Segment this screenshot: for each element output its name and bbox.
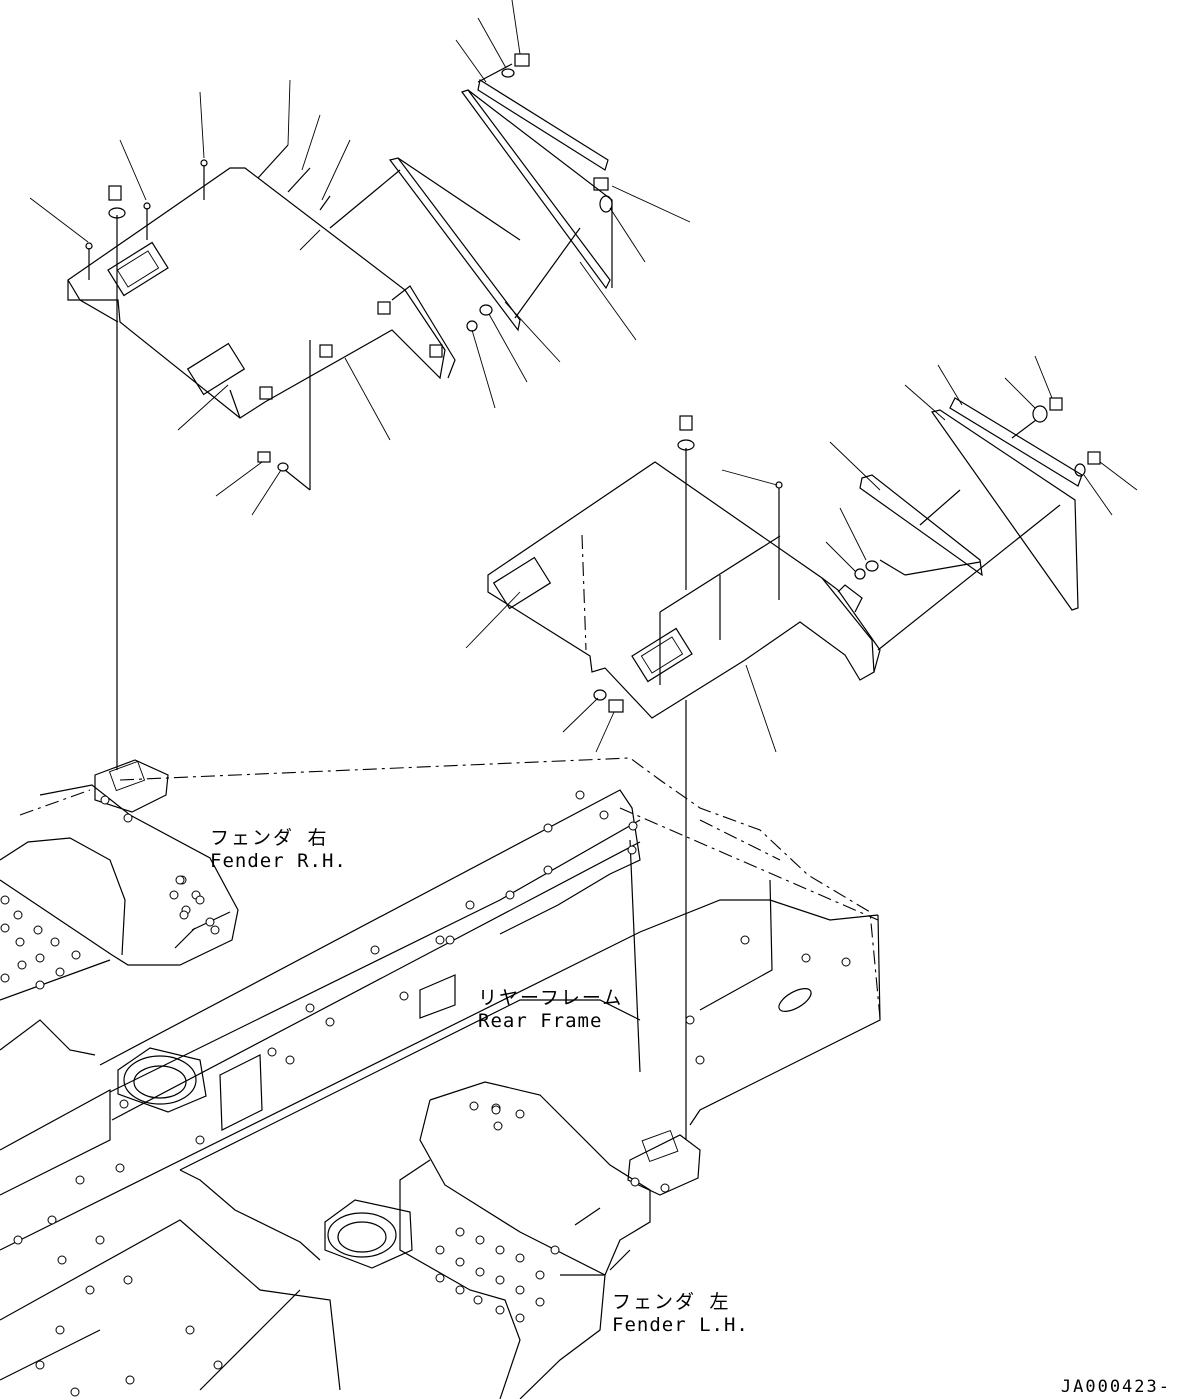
lh-plates <box>859 397 1083 611</box>
rh-fender-cover <box>67 167 456 419</box>
drawing-code: JA000423- <box>1060 1377 1171 1397</box>
lh-leader-lines <box>465 355 1138 753</box>
rh-assembly-lines <box>88 63 581 770</box>
rh-fender-holes <box>0 795 220 990</box>
fender-rh-en-label: Fender R.H. <box>210 850 347 872</box>
lh-fasteners <box>593 397 1101 713</box>
fender-rh-jp-label: フェンダ 右 <box>210 827 329 849</box>
rh-fender <box>0 759 239 1056</box>
rear-frame <box>0 757 881 1391</box>
rear-frame-jp-label: リヤーフレーム <box>478 987 624 1009</box>
rear-frame-holes <box>13 790 851 1397</box>
lh-fender <box>399 1081 701 1399</box>
rh-plates <box>388 79 613 332</box>
rh-leader-lines <box>29 0 691 516</box>
lh-fender-holes <box>435 1101 670 1323</box>
fender-lh-en-label: Fender L.H. <box>612 1314 749 1336</box>
fender-lh-jp-label: フェンダ 左 <box>612 1291 731 1313</box>
lh-assembly-lines <box>659 419 1061 1140</box>
rear-frame-en-label: Rear Frame <box>478 1010 603 1032</box>
lh-fender-cover <box>487 461 881 719</box>
